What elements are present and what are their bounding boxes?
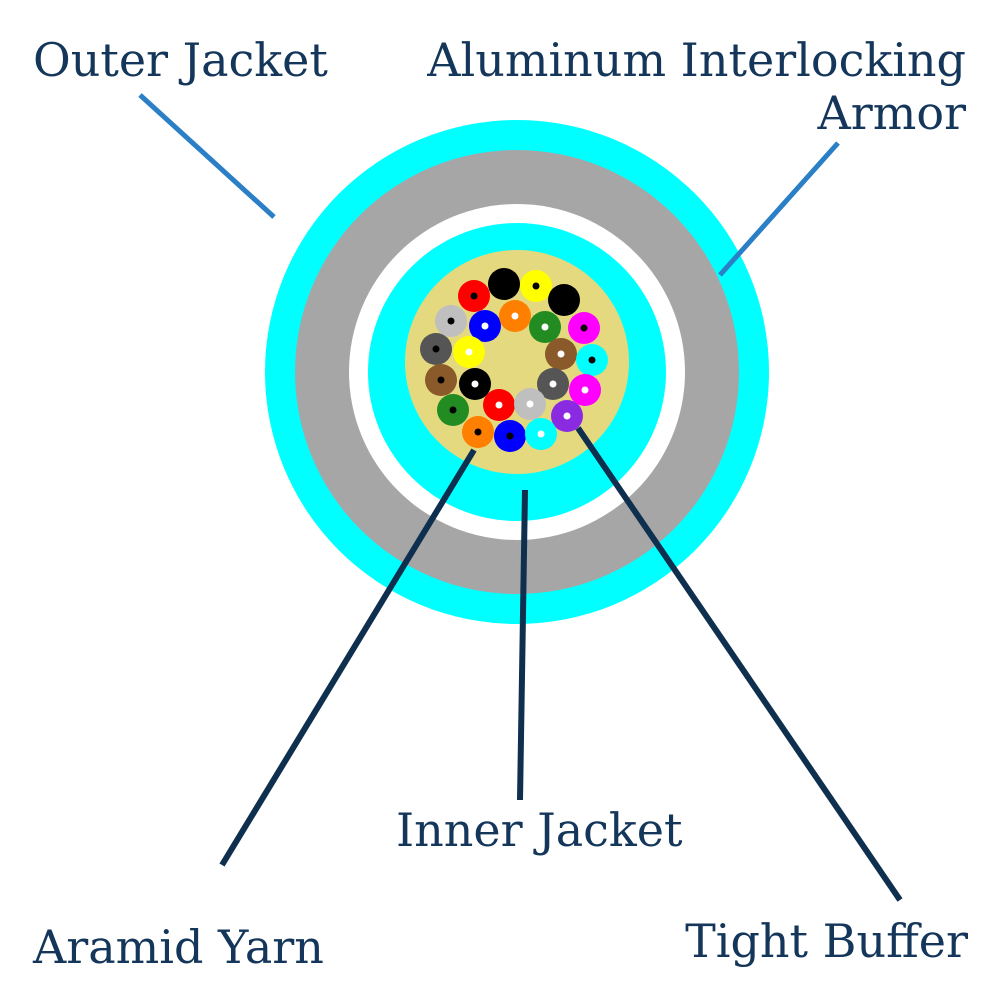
fiber-core xyxy=(506,432,514,440)
fiber-core xyxy=(588,356,596,364)
inner-jacket-leader xyxy=(517,489,528,801)
fiber-core xyxy=(526,400,534,408)
armor-label-line1: Aluminum Interlocking xyxy=(426,33,966,87)
tight-buffer-leader xyxy=(575,426,903,902)
inner-jacket-label: Inner Jacket xyxy=(396,803,683,857)
fiber-core xyxy=(563,412,571,420)
aramid-yarn-leader xyxy=(219,448,477,867)
fiber-core xyxy=(557,350,565,358)
fiber-core xyxy=(511,312,519,320)
fiber-core xyxy=(500,280,508,288)
fiber-core xyxy=(432,345,440,353)
armor-leader xyxy=(718,141,840,277)
tight-buffer-label: Tight Buffer xyxy=(685,914,968,968)
fiber-core xyxy=(581,386,589,394)
fiber-core xyxy=(495,401,503,409)
fiber-core xyxy=(481,322,489,330)
outer-jacket-label: Outer Jacket xyxy=(33,33,328,87)
outer-jacket-leader xyxy=(138,93,276,219)
fiber-core xyxy=(437,376,445,384)
fiber-core xyxy=(449,406,457,414)
fiber-core xyxy=(537,430,545,438)
fiber-core xyxy=(541,323,549,331)
fiber-core xyxy=(474,428,482,436)
fiber-core xyxy=(560,296,568,304)
fiber-core xyxy=(532,282,540,290)
fiber-core xyxy=(470,292,478,300)
fiber-core xyxy=(465,348,473,356)
fiber-core xyxy=(471,380,479,388)
fiber-core xyxy=(580,324,588,332)
fiber-core xyxy=(447,317,455,325)
tight-buffer-fibers xyxy=(420,268,608,452)
armor-label-line2: Armor xyxy=(816,86,966,140)
fiber-core xyxy=(549,380,557,388)
aramid-yarn-label: Aramid Yarn xyxy=(32,920,324,974)
